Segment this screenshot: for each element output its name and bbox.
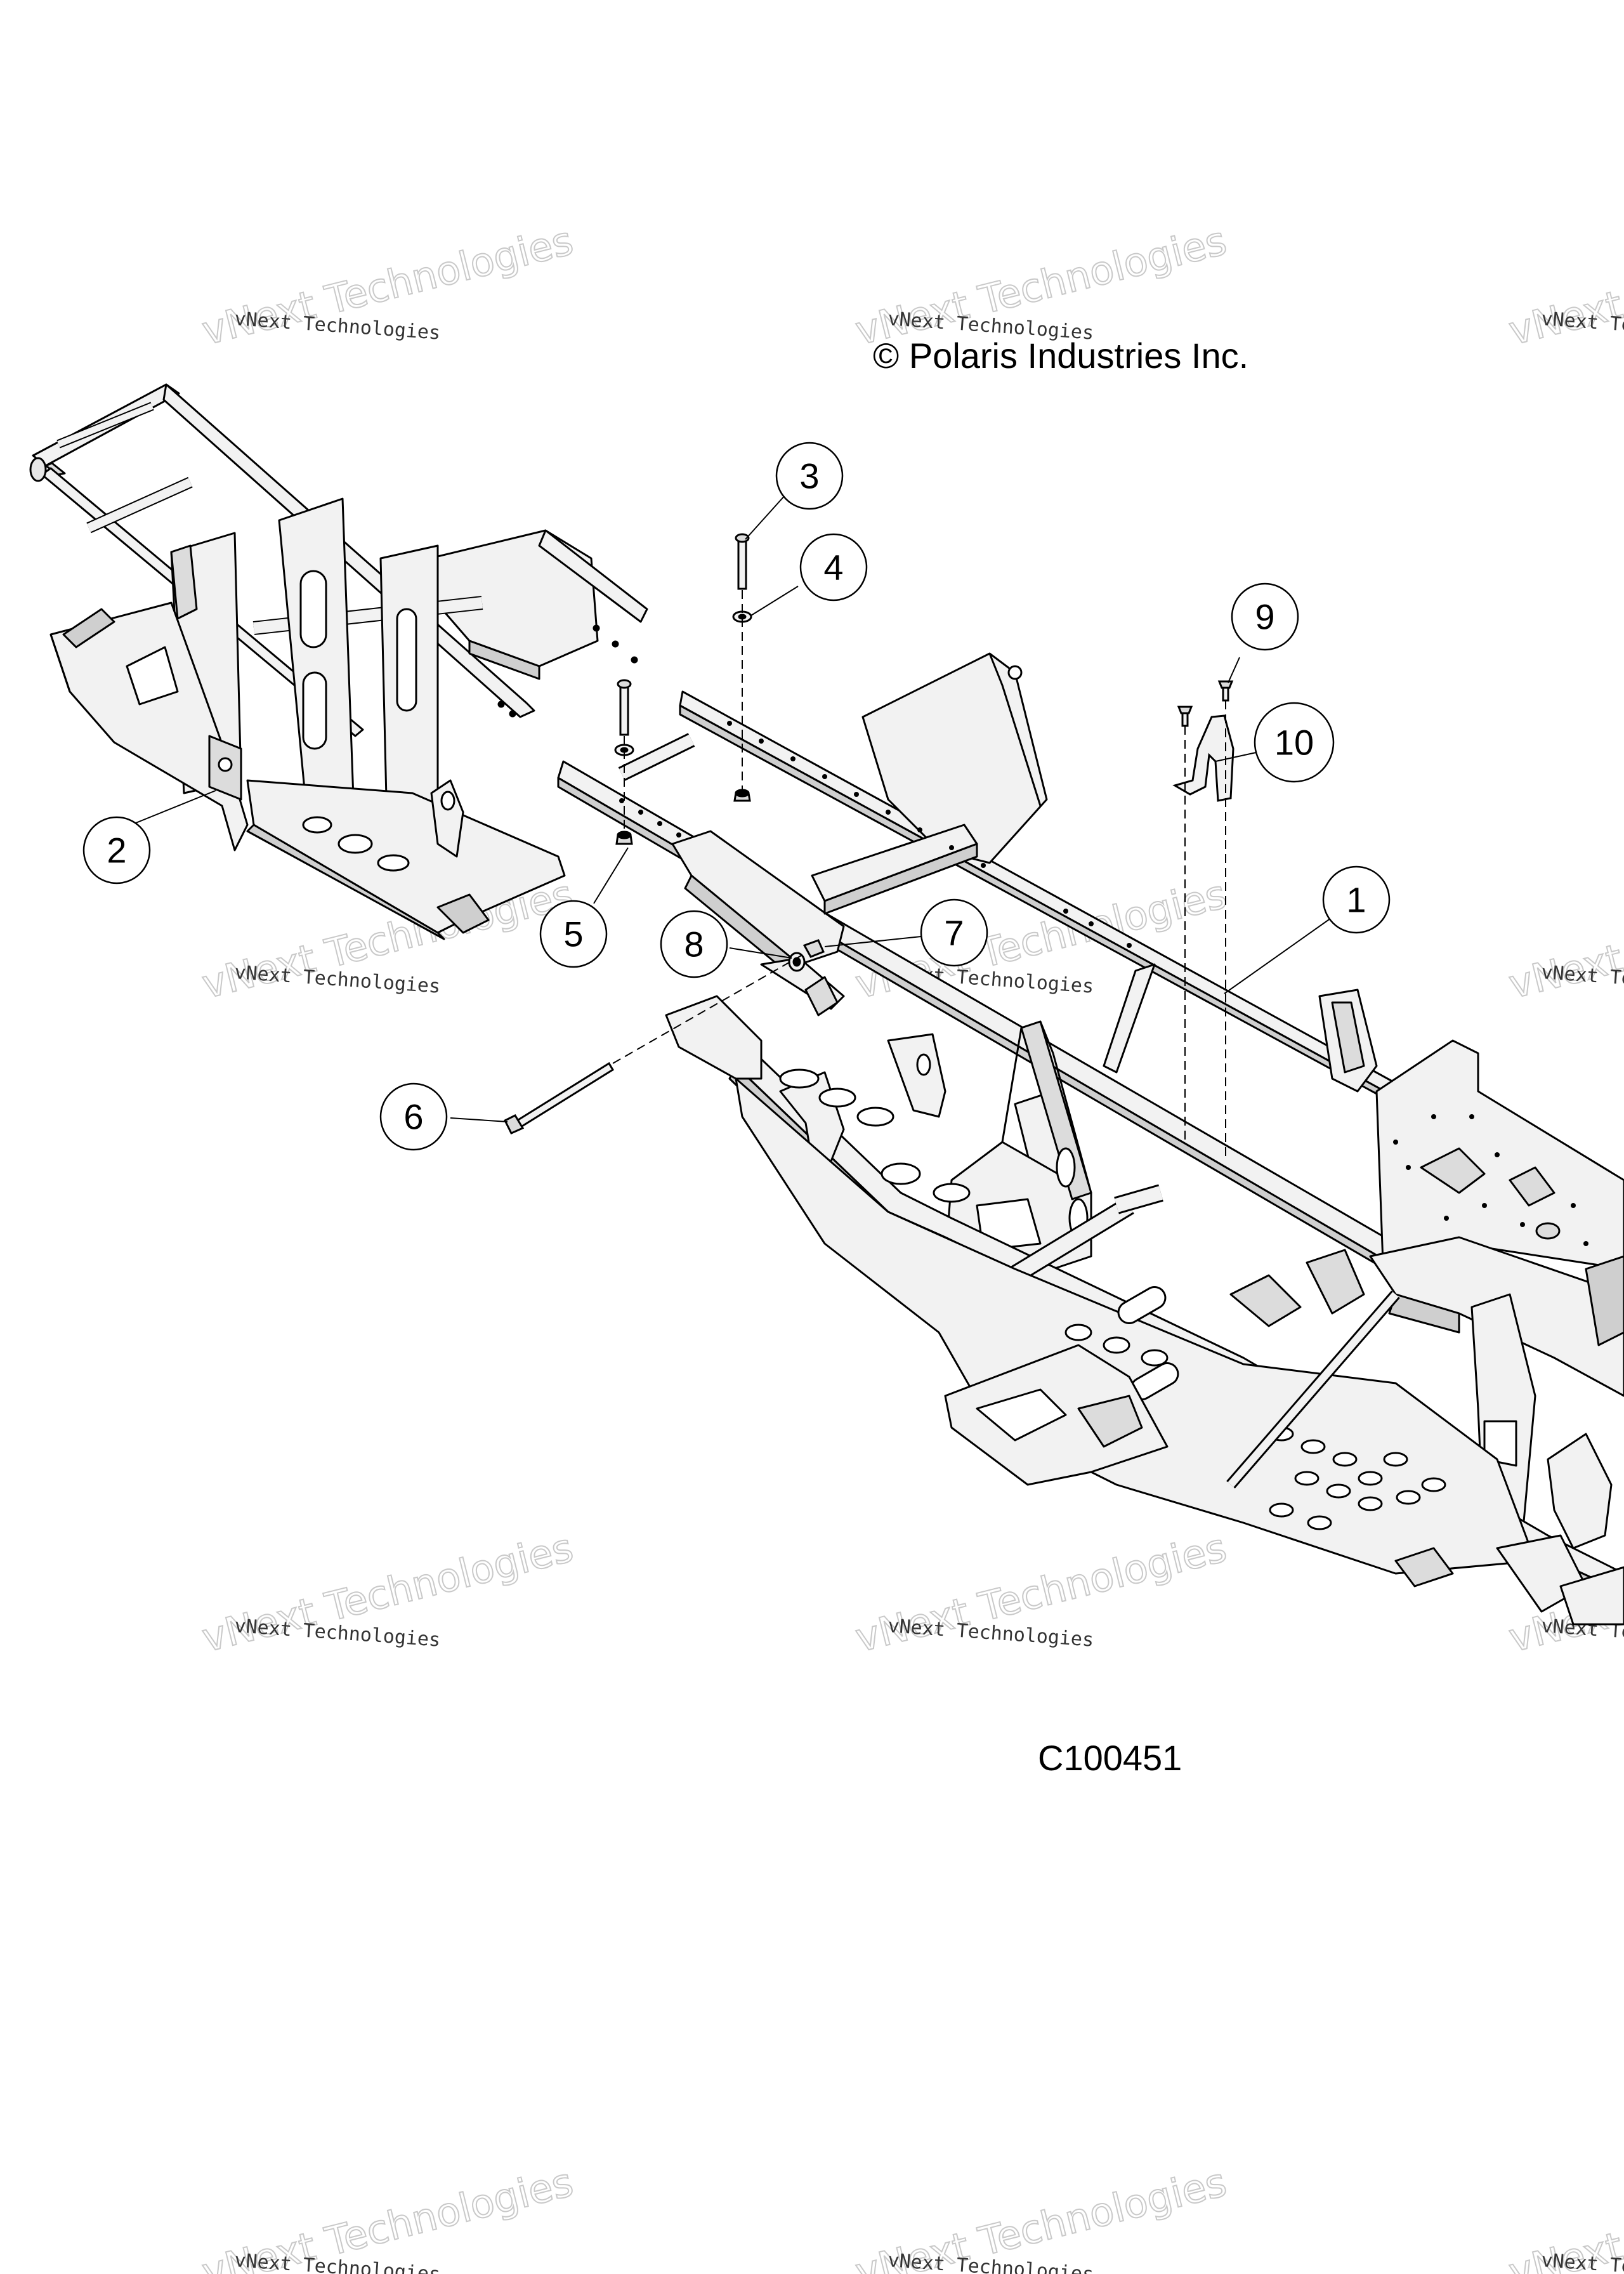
- rear-subframe: [29, 383, 648, 940]
- callout-3: 3: [775, 442, 844, 510]
- callout-10: 10: [1254, 702, 1335, 783]
- svg-text:2: 2: [107, 831, 126, 871]
- svg-text:1: 1: [1346, 880, 1366, 920]
- copyright-text: © Polaris Industries Inc.: [873, 336, 1249, 376]
- callout-2: 2: [82, 816, 151, 884]
- strap-10: [1172, 714, 1234, 802]
- svg-text:4: 4: [823, 548, 843, 588]
- callout-1: 1: [1322, 865, 1391, 934]
- svg-text:6: 6: [403, 1097, 423, 1137]
- callout-5: 5: [539, 900, 608, 968]
- callout-9: 9: [1231, 582, 1299, 651]
- svg-text:3: 3: [799, 456, 819, 496]
- svg-text:8: 8: [684, 924, 704, 964]
- leader-lines: [115, 494, 1338, 1161]
- bolt-left: [617, 679, 632, 736]
- screws-9: [1177, 680, 1234, 727]
- nut-7: [802, 939, 825, 958]
- figure-id: C100451: [1038, 1738, 1182, 1778]
- callouts: 1 2 3 4 5 6 7 8: [82, 442, 1391, 1151]
- bolt-6: [503, 1061, 615, 1134]
- svg-text:7: 7: [944, 913, 964, 953]
- hardware: [503, 533, 1234, 1134]
- main-frame: [557, 652, 1624, 1626]
- svg-text:9: 9: [1255, 597, 1274, 637]
- bolt-3: [735, 533, 750, 590]
- callout-6: 6: [379, 1082, 448, 1151]
- callout-7: 7: [920, 898, 988, 967]
- svg-text:5: 5: [563, 914, 583, 954]
- svg-text:10: 10: [1274, 723, 1314, 763]
- callout-8: 8: [660, 910, 728, 978]
- callout-4: 4: [799, 533, 868, 601]
